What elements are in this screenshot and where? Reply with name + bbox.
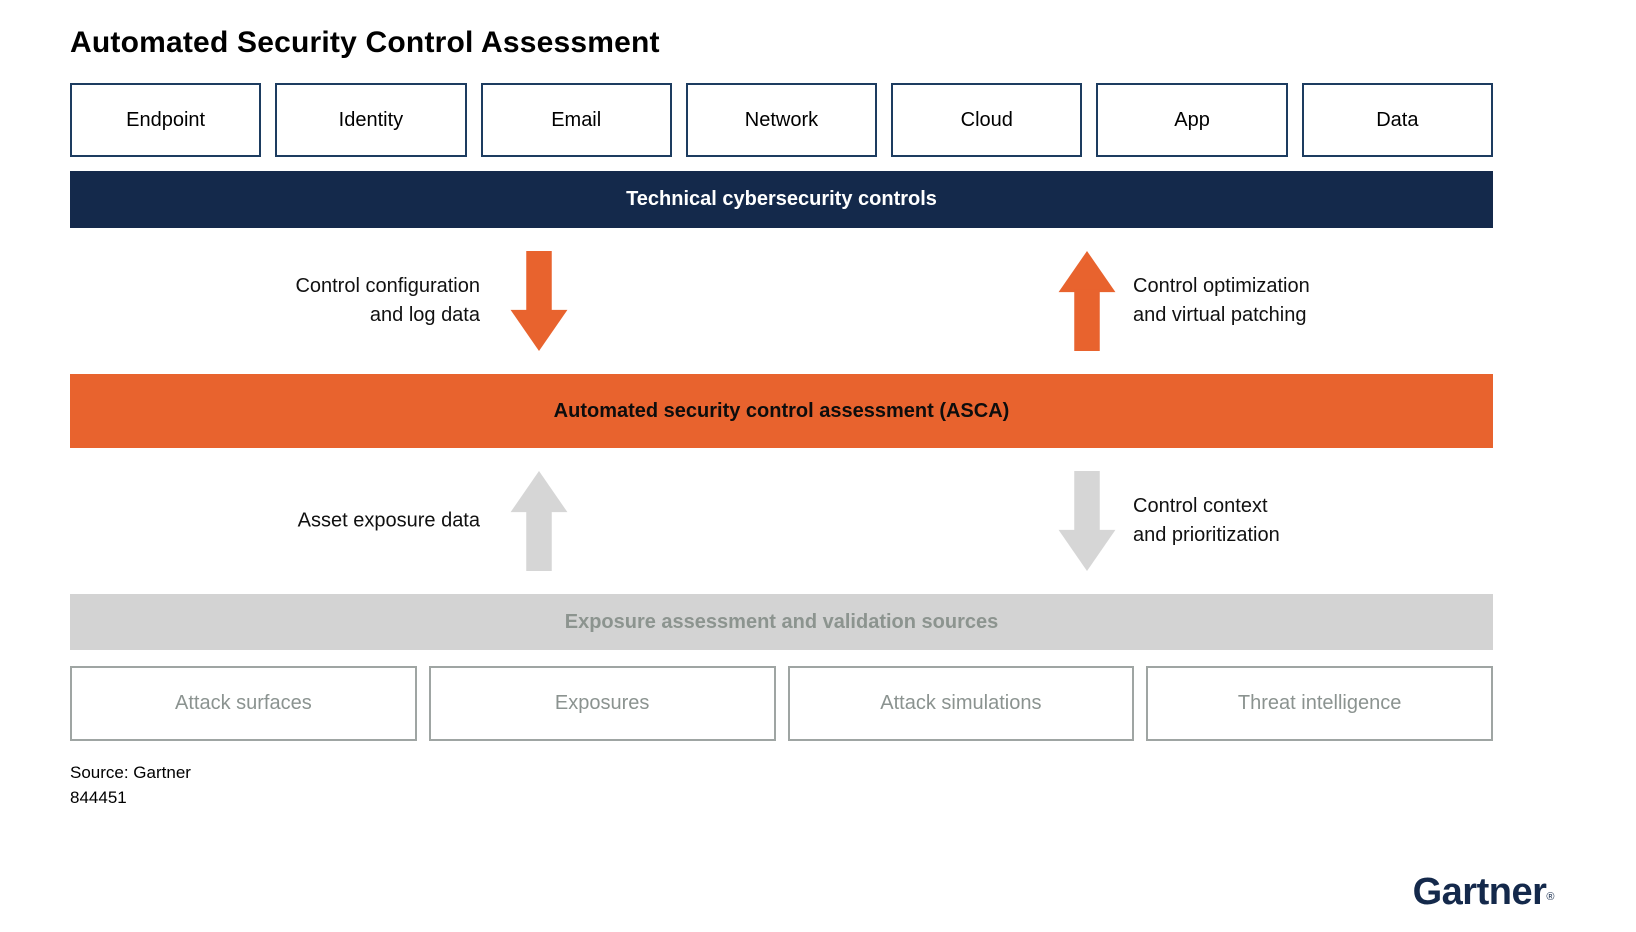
source-box-attack-surfaces: Attack surfaces: [70, 666, 417, 741]
layer-box-endpoint: Endpoint: [70, 83, 262, 157]
control-configuration-label: Control configuration and log data: [295, 275, 480, 326]
source-box-attack-simulations: Attack simulations: [787, 666, 1135, 741]
page-title: Automated Security Control Assessment: [70, 26, 660, 59]
source-note: Source: Gartner 844451: [70, 760, 1636, 810]
source-line: Source: Gartner: [70, 763, 191, 782]
technical-cybersecurity-controls-bar: Technical cybersecurity controls: [70, 171, 1493, 228]
diagram-content: Endpoint Identity Email Network Cloud Ap…: [70, 83, 1493, 741]
control-optimization-label: Control optimization and virtual patchin…: [1133, 275, 1310, 326]
layer-box-data: Data: [1301, 83, 1493, 157]
validation-sources-row: Attack surfaces Exposures Attack simulat…: [70, 666, 1493, 741]
upper-flow-zone: Control configuration and log data Contr…: [70, 228, 1493, 374]
down-arrow-icon: [1058, 471, 1116, 571]
document-number: 844451: [70, 788, 127, 807]
technical-controls-layer-row: Endpoint Identity Email Network Cloud Ap…: [70, 83, 1493, 157]
exposure-assessment-bar: Exposure assessment and validation sourc…: [70, 594, 1493, 650]
layer-box-network: Network: [685, 83, 878, 157]
asca-bar: Automated security control assessment (A…: [70, 374, 1493, 448]
source-box-exposures: Exposures: [428, 666, 776, 741]
lower-flow-zone: Asset exposure data Control context and …: [70, 448, 1493, 594]
up-arrow-icon: [510, 471, 568, 571]
asset-exposure-data-label: Asset exposure data: [297, 509, 480, 532]
control-context-label: Control context and prioritization: [1133, 495, 1280, 546]
layer-box-identity: Identity: [275, 83, 467, 157]
layer-box-email: Email: [480, 83, 672, 157]
gartner-logo: Gartner®: [1412, 871, 1555, 913]
up-arrow-icon: [1058, 251, 1116, 351]
down-arrow-icon: [510, 251, 568, 351]
layer-box-app: App: [1096, 83, 1288, 157]
layer-box-cloud: Cloud: [891, 83, 1083, 157]
registered-mark: ®: [1546, 891, 1554, 903]
source-box-threat-intelligence: Threat intelligence: [1146, 666, 1493, 741]
